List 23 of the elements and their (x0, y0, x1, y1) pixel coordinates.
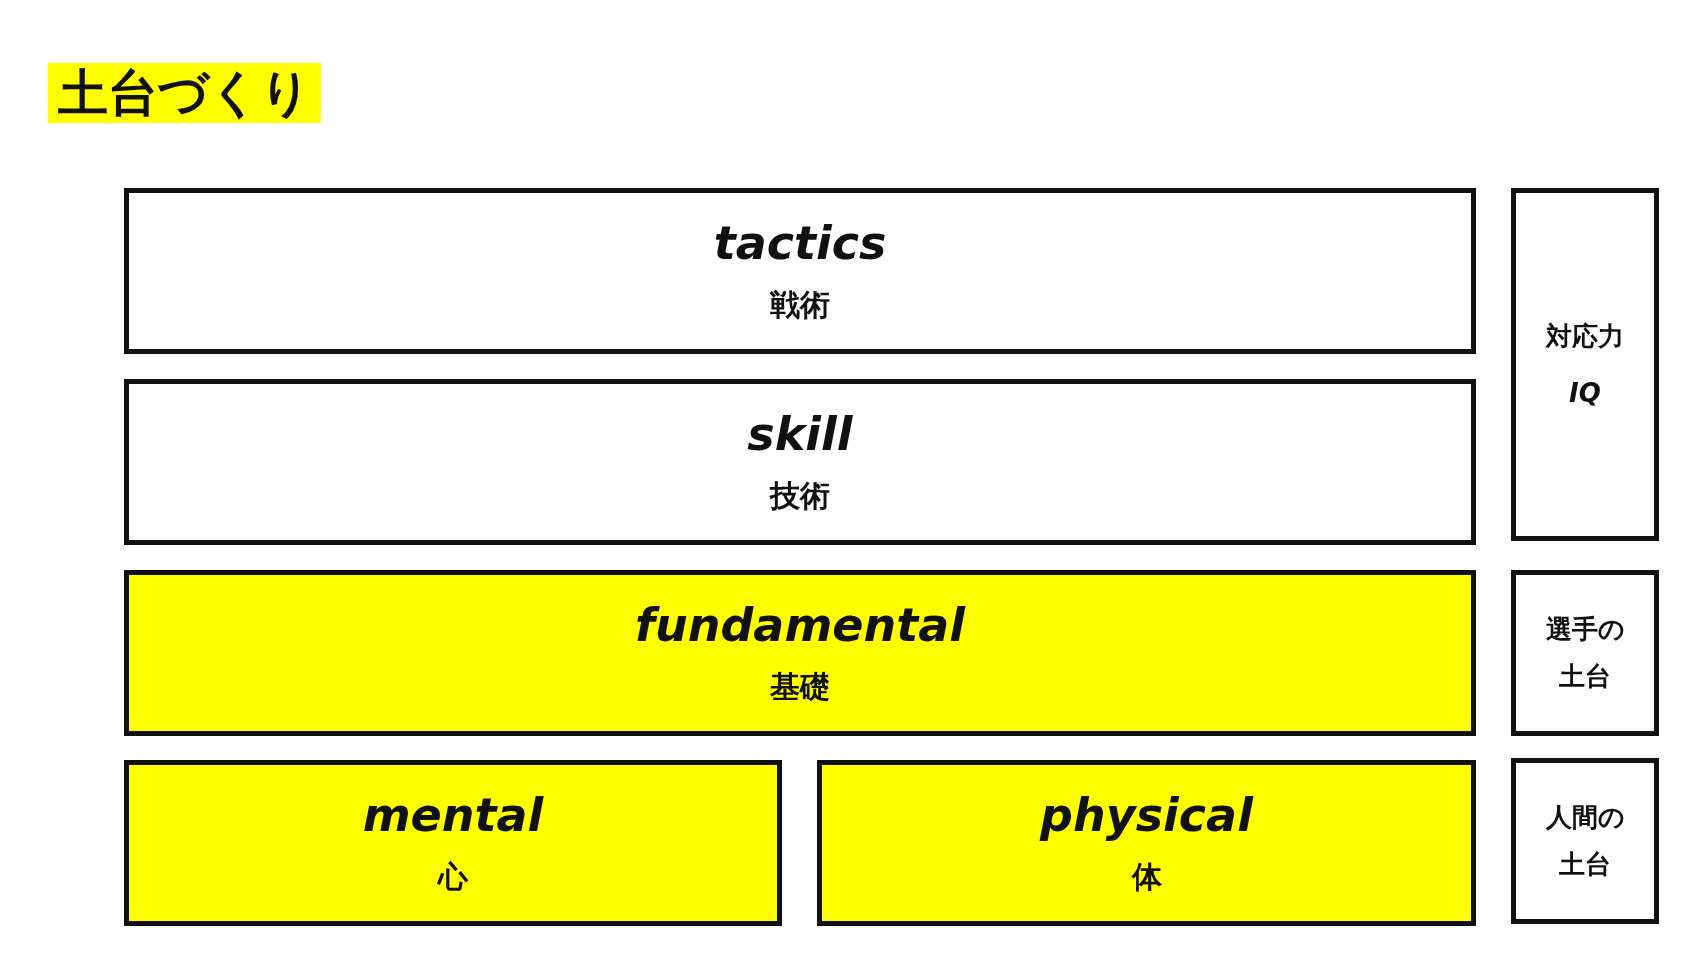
layer-title: tactics (713, 215, 887, 272)
side-label: IQ (1569, 376, 1601, 410)
side-label: 対応力 (1546, 319, 1624, 353)
layer-box (124, 379, 1476, 545)
side-label: 選手の土台 (1544, 613, 1626, 693)
layer-subtitle: 技術 (770, 477, 830, 516)
layer-subtitle: 基礎 (770, 668, 830, 707)
layer-title: fundamental (634, 597, 966, 654)
side-box (1511, 758, 1659, 924)
layer-subtitle: 戦術 (770, 286, 830, 325)
page-title: 土台づくり (48, 63, 321, 123)
side-box (1511, 188, 1659, 541)
layer-title: skill (747, 406, 853, 463)
layer-box (124, 760, 782, 926)
layer-box (817, 760, 1476, 926)
layer-title: physical (1040, 787, 1253, 844)
side-label: 人間の土台 (1544, 801, 1626, 881)
layer-subtitle: 体 (1131, 858, 1162, 897)
side-box (1511, 570, 1659, 736)
layer-title: mental (362, 787, 544, 844)
layer-box (124, 570, 1476, 736)
layer-subtitle: 心 (438, 858, 468, 897)
layer-box (124, 188, 1476, 354)
